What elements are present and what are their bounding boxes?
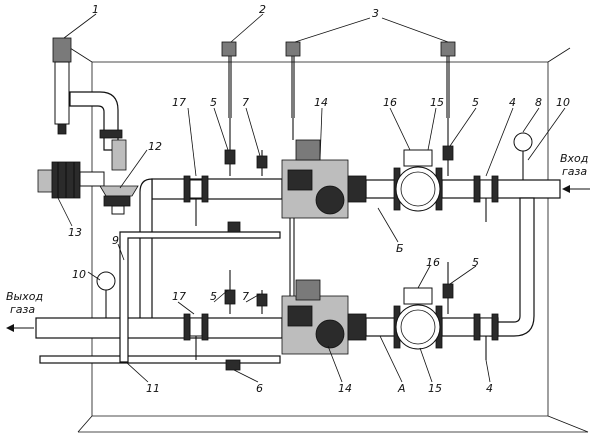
flow-labels: Вход газа Выход газа [6,152,588,316]
callout-16-upper: 16 [383,96,397,109]
pressure-gauges [96,132,533,318]
callout-6: 6 [256,382,263,395]
callout-8: 8 [535,96,542,109]
pressure-regulators [281,118,367,355]
entrance-label-line1: Вход [560,152,588,165]
entrance-label-line2: газа [562,165,587,178]
callout-10-upper: 10 [556,96,570,109]
cabinet-frame [69,47,589,433]
upper-line-pipes [139,178,561,337]
callout-13: 13 [68,226,82,239]
callout-17-lower: 17 [172,290,186,303]
vent-chimney [52,37,127,171]
callout-10-lower: 10 [72,268,86,281]
small-valves [224,118,454,371]
exit-label-line1: Выход [6,290,43,303]
callout-1: 1 [92,3,99,16]
callout-14-upper: 14 [314,96,328,109]
gas-filters [393,149,443,350]
sensor-poles [221,41,456,118]
label-a: А [397,382,406,395]
callout-14-lower: 14 [338,382,352,395]
callout-9: 9 [112,234,119,247]
callout-5-lower-right: 5 [472,256,479,269]
label-b: Б [396,242,404,255]
callout-17-upper: 17 [172,96,186,109]
callout-15-lower: 15 [428,382,442,395]
callout-7-upper: 7 [242,96,249,109]
callout-numbers: 1 2 3 12 13 17 5 7 14 16 15 5 4 8 10 Б 9… [68,3,570,395]
callout-4-lower: 4 [486,382,493,395]
callout-12: 12 [148,140,162,153]
callout-5-upper-left: 5 [210,96,217,109]
flow-arrows [6,185,590,332]
left-regulator-assembly [37,161,139,215]
callout-16-lower: 16 [426,256,440,269]
ball-valves [183,175,499,360]
callout-7-lower: 7 [242,290,249,303]
exit-label-line2: газа [10,303,35,316]
callout-5-lower-left: 5 [210,290,217,303]
callout-4-upper: 4 [509,96,516,109]
leader-lines [57,13,566,383]
callout-3: 3 [372,7,379,20]
callout-15-upper: 15 [430,96,444,109]
callout-11: 11 [146,382,160,395]
callout-2: 2 [259,3,266,16]
callout-5-upper-right: 5 [472,96,479,109]
